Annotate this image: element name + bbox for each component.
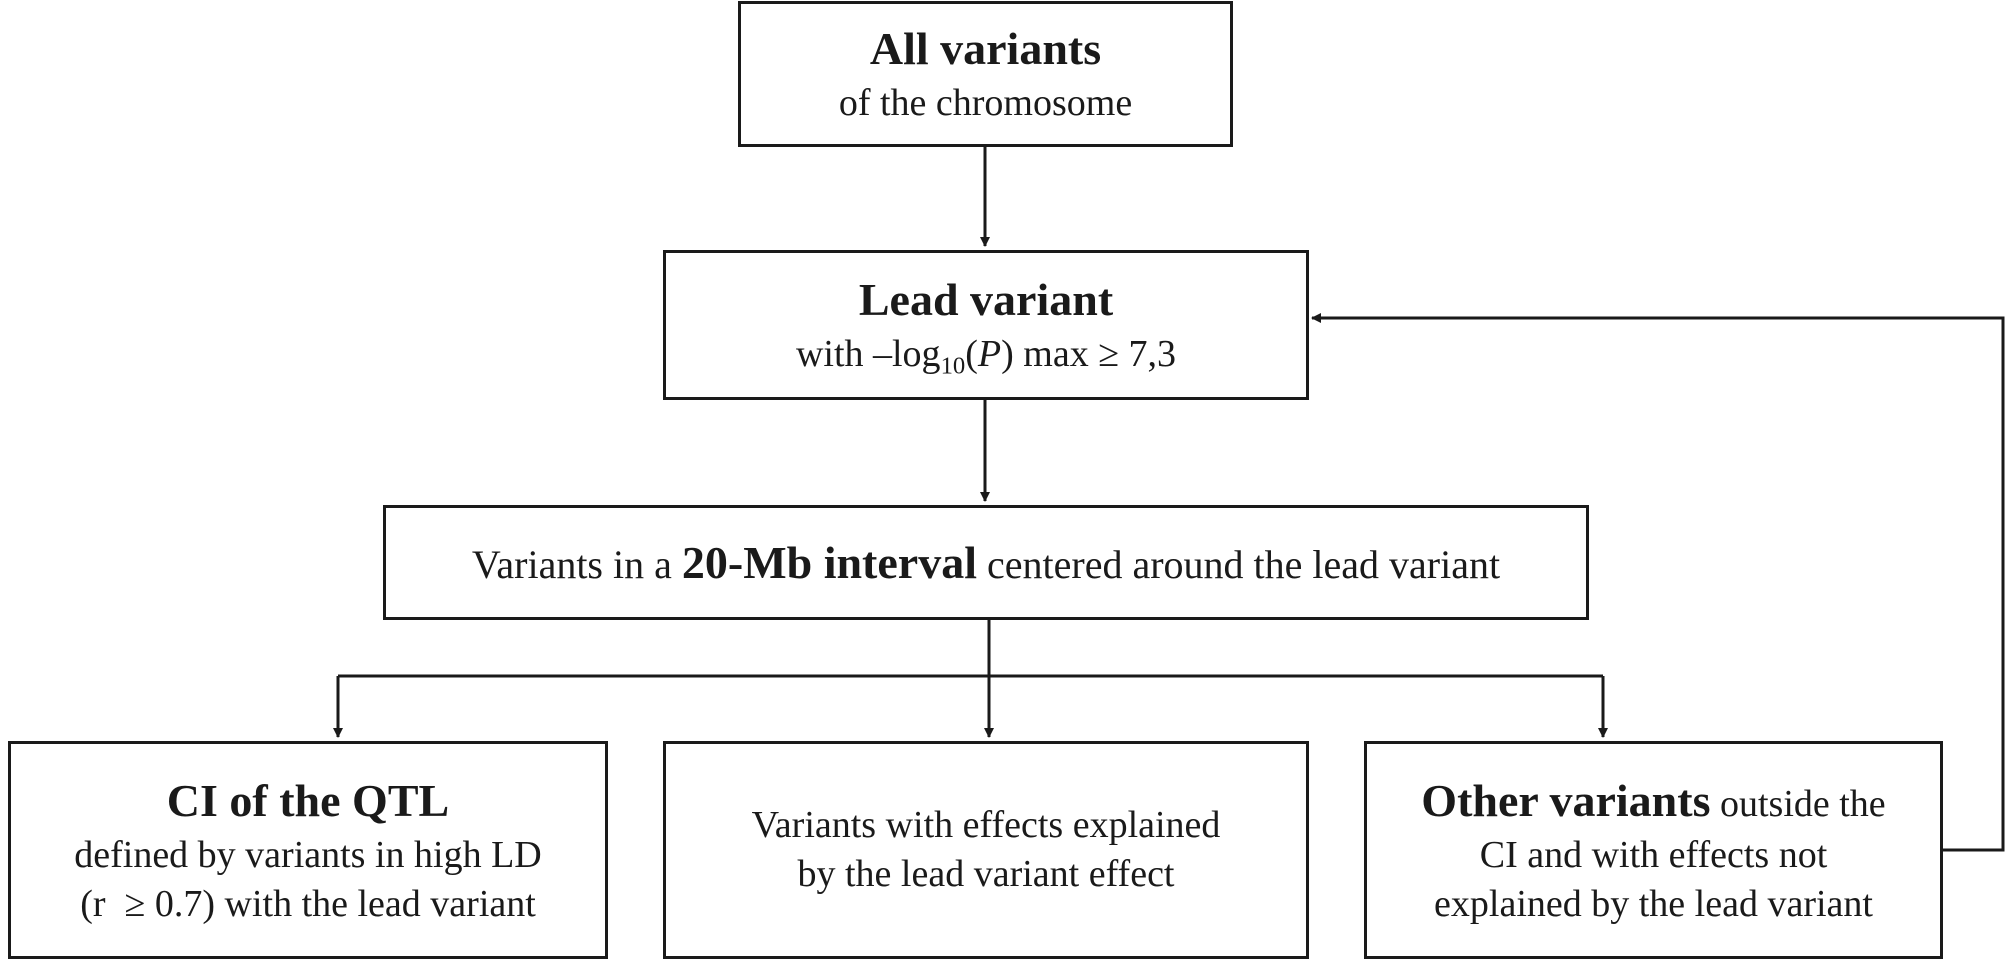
explained-line1: Variants with effects explained: [751, 803, 1221, 846]
all-variants-box: All variants of the chromosome: [738, 1, 1233, 147]
all-variants-subtitle: of the chromosome: [838, 82, 1133, 125]
ci-qtl-line1: defined by variants in high LD: [74, 833, 542, 876]
lead-variant-title: Lead variant: [858, 274, 1114, 326]
ci-qtl-line2: (r ≥ 0.7) with the lead variant: [80, 882, 536, 925]
other-variants-line2: CI and with effects not: [1479, 833, 1828, 876]
lead-variant-box: Lead variant with –log10(P) max ≥ 7,3: [663, 250, 1309, 400]
interval-box: Variants in a 20-Mb interval centered ar…: [383, 505, 1589, 620]
other-variants-line1: Other variants outside the: [1421, 774, 1886, 826]
all-variants-title: All variants: [869, 23, 1102, 75]
other-variants-box: Other variants outside the CI and with e…: [1364, 741, 1943, 959]
explained-line2: by the lead variant effect: [797, 853, 1175, 895]
ci-qtl-title: CI of the QTL: [166, 774, 450, 826]
other-variants-line3: explained by the lead variant: [1434, 882, 1873, 925]
feedback-loop-arrow: [1311, 313, 2005, 852]
interval-text: Variants in a 20-Mb interval centered ar…: [471, 536, 1501, 588]
ci-qtl-box: CI of the QTL defined by variants in hig…: [8, 741, 608, 959]
explained-box: Variants with effects explained by the l…: [663, 741, 1309, 959]
lead-variant-threshold: with –log10(P) max ≥ 7,3: [795, 333, 1177, 380]
